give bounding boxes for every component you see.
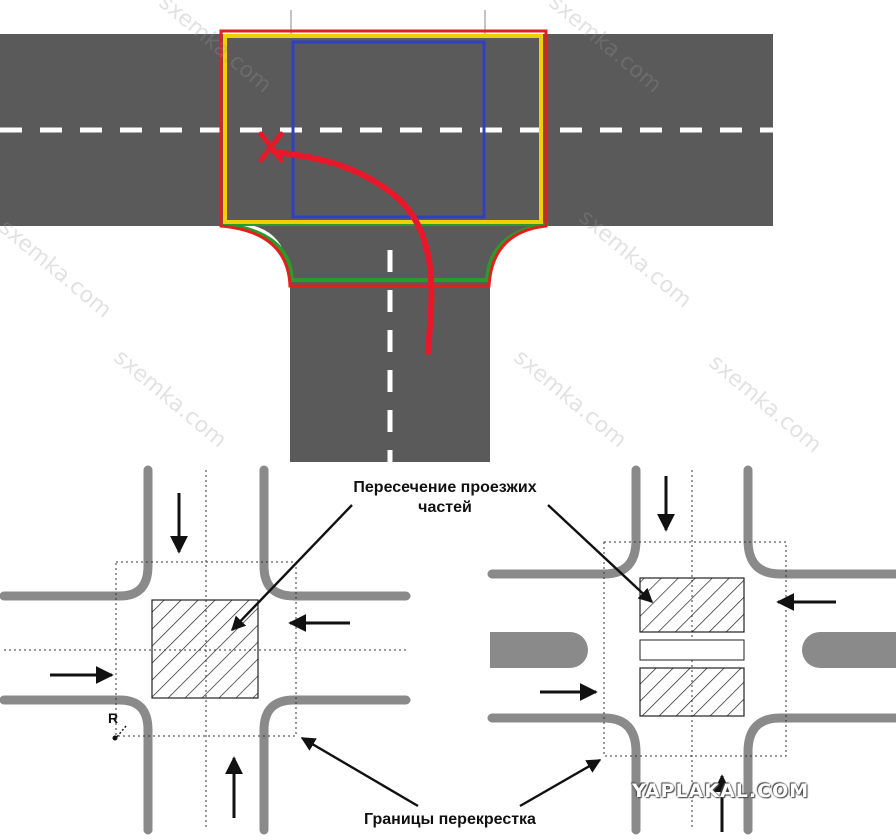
label-intersection: Пересечение проезжих частей: [300, 478, 590, 518]
callout-borders-right: [519, 758, 602, 808]
median-gap: [639, 639, 745, 661]
radius-indicator: [115, 725, 127, 739]
side-road: [245, 224, 545, 462]
carriageway-intersection: [151, 599, 259, 699]
carriageway-intersection-upper: [639, 577, 745, 633]
label-radius: R: [108, 710, 119, 726]
callout-borders-left: [300, 736, 419, 808]
callout-intersection-left: [231, 504, 353, 632]
red-boundary: [219, 29, 548, 288]
divided-curb-bottom-right: [743, 713, 896, 835]
curb-top-left: [0, 465, 153, 601]
curb-bottom-left: [0, 695, 153, 835]
crossroad-diagram: [0, 465, 411, 835]
yellow-boundary: [223, 34, 543, 224]
divided-intersection-borders: [603, 541, 787, 757]
median-left: [490, 632, 588, 668]
median-right: [802, 632, 896, 668]
carriageway-intersection-lower: [639, 667, 745, 717]
forbidden-x-mark: [258, 131, 284, 163]
label-intersection-line1: Пересечение проезжих: [353, 479, 537, 496]
turn-path: [272, 149, 435, 355]
callout-intersection-right: [547, 504, 654, 603]
t-junction-illustration: [0, 10, 773, 462]
radius-dot: [112, 735, 118, 741]
divided-road-diagram: [487, 465, 896, 835]
site-badge: YAPLAKAL.COM: [632, 780, 810, 802]
label-borders: Границы перекрестка: [364, 811, 536, 828]
curb-bottom-right: [259, 695, 411, 835]
intersection-borders: [115, 561, 297, 737]
label-intersection-line2: частей: [418, 499, 472, 516]
callout-arrows: [231, 504, 654, 808]
divided-curb-top-right: [743, 465, 896, 579]
blue-boundary: [291, 40, 486, 219]
